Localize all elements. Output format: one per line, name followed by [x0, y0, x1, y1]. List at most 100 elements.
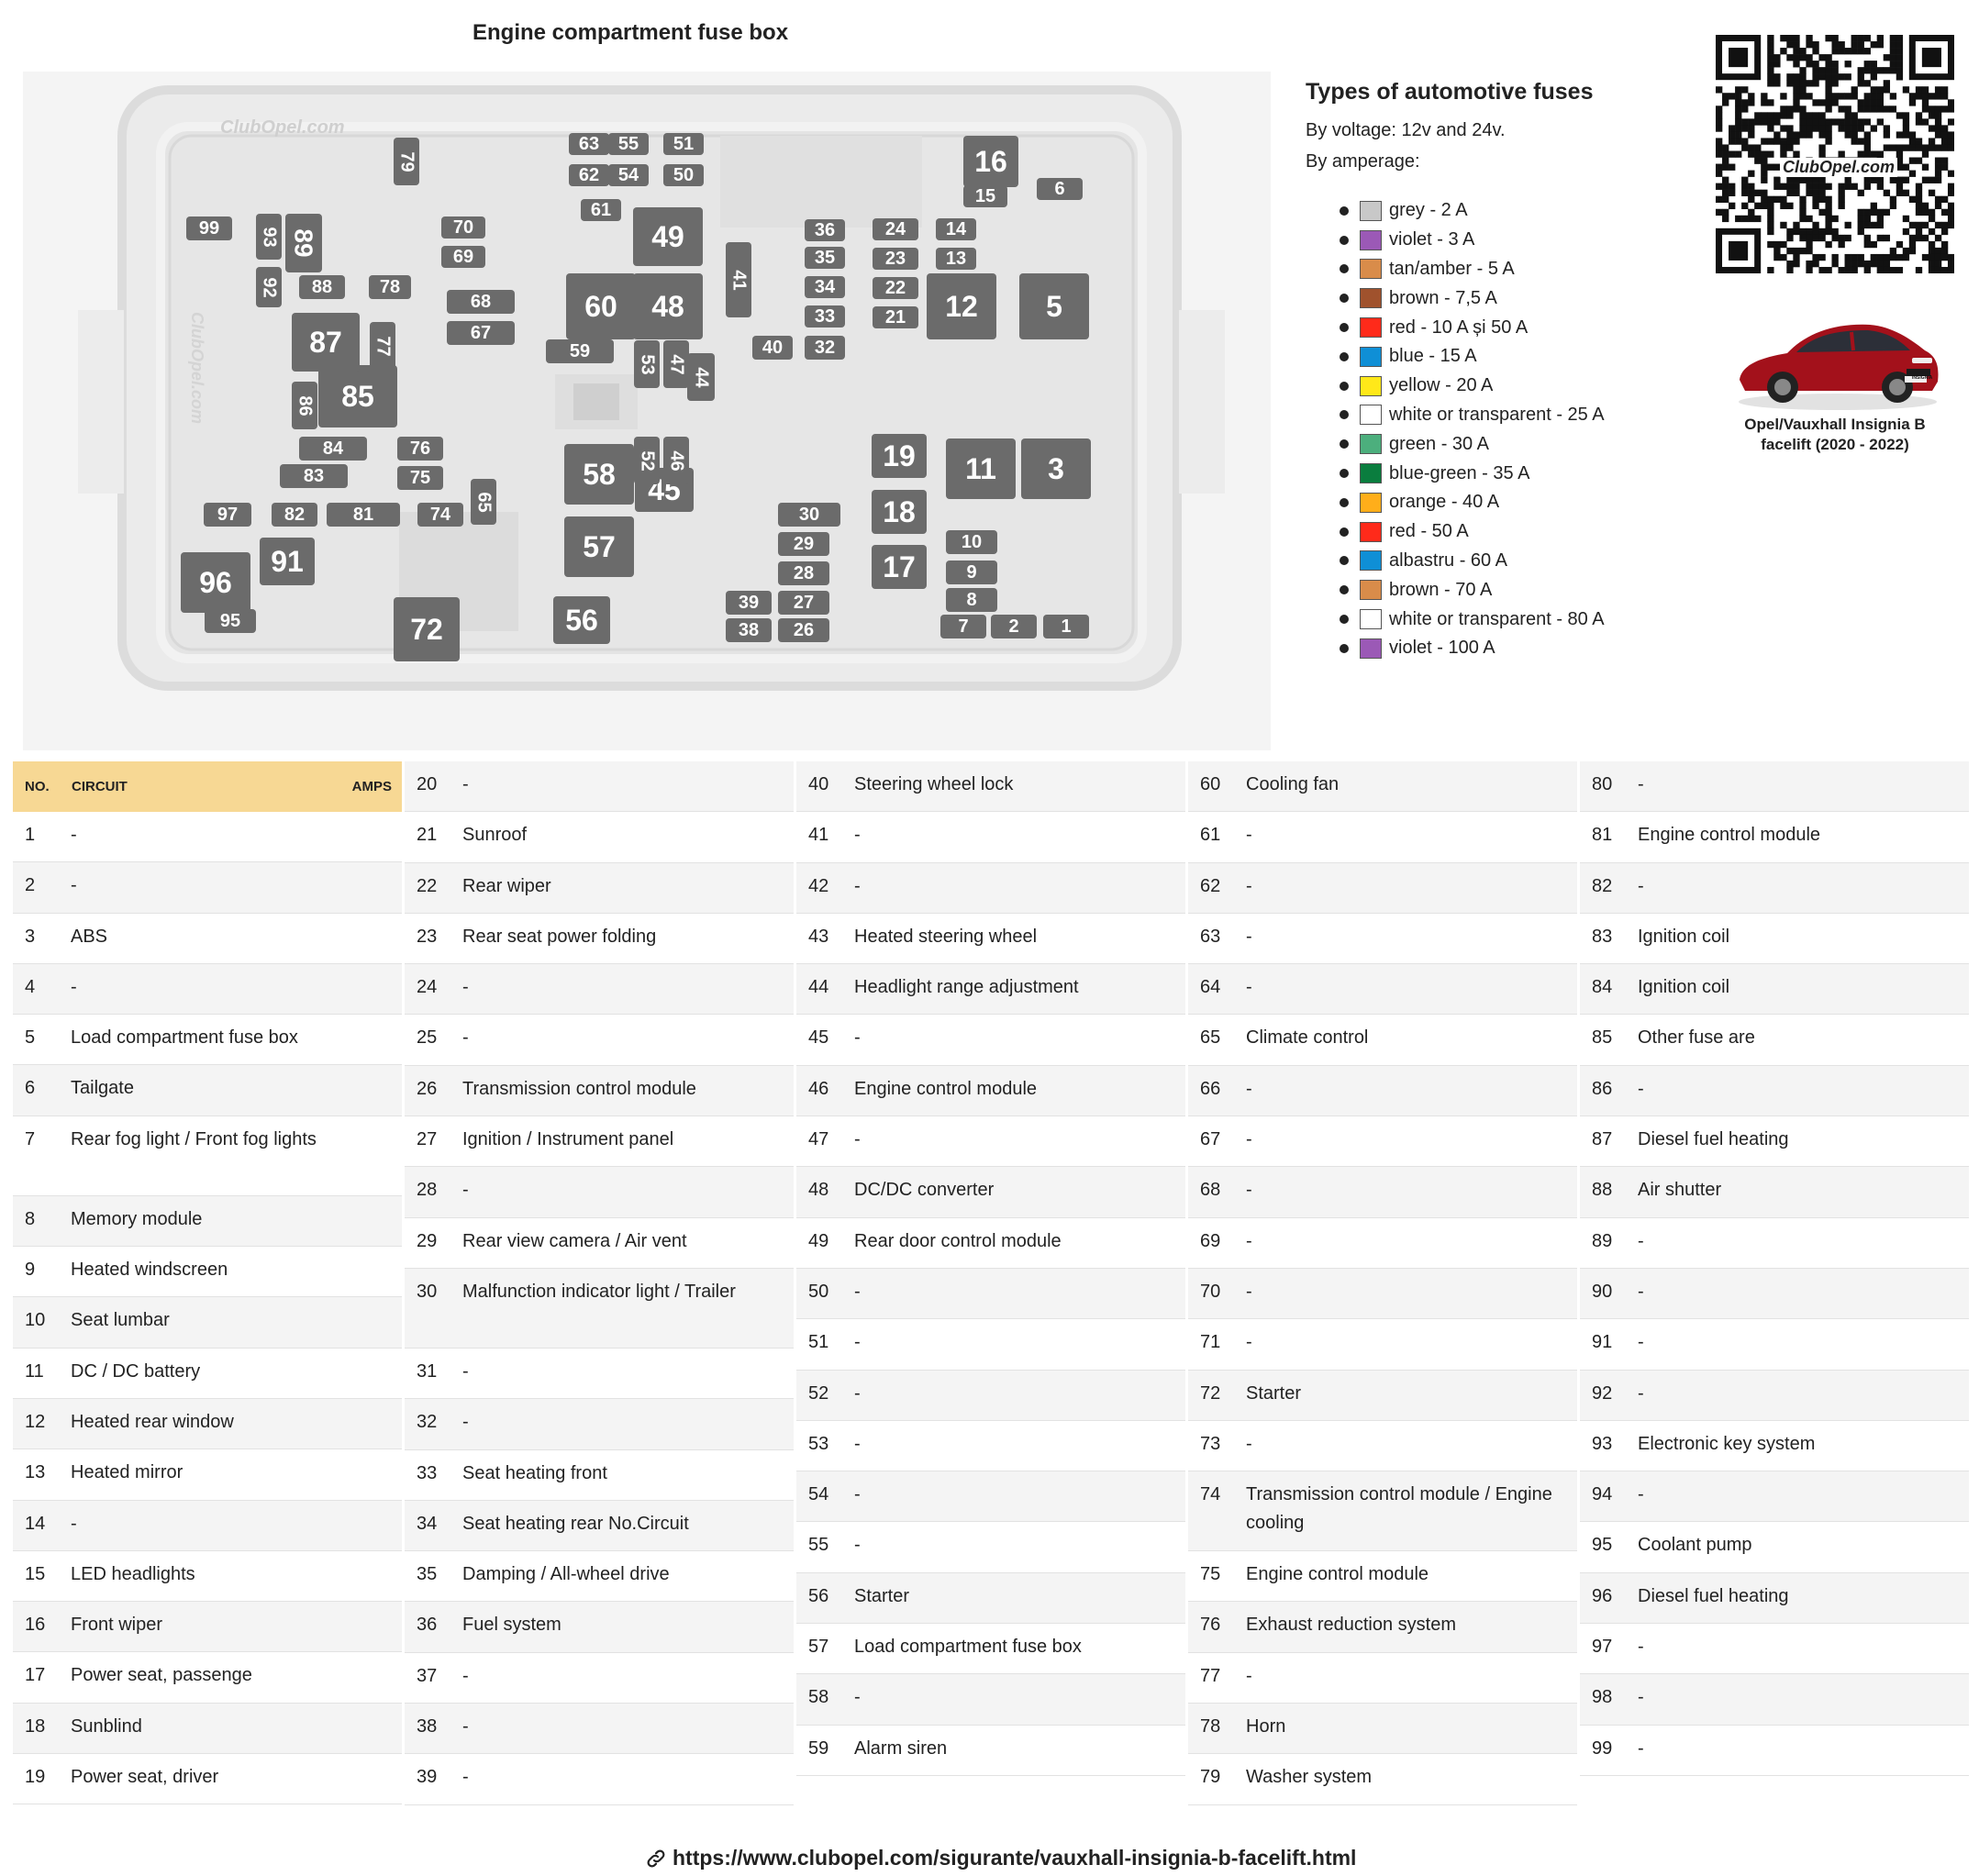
circuit-name: ABS — [71, 926, 108, 947]
fuse-number: 66 — [1200, 1078, 1221, 1099]
circuit-name: Air shutter — [1638, 1180, 1722, 1201]
fuse-number: 83 — [1592, 926, 1613, 947]
legend-item: orange - 40 A — [1306, 488, 1728, 517]
color-swatch — [1360, 405, 1382, 426]
color-swatch — [1360, 259, 1382, 280]
fuse-number: 68 — [1200, 1180, 1221, 1201]
fuse-56: 56 — [553, 596, 610, 644]
fuse-72: 72 — [394, 597, 460, 661]
fuse-number: 1 — [25, 825, 36, 845]
circuit-name: - — [854, 1382, 861, 1404]
link-icon — [647, 1849, 665, 1867]
fuse-2: 2 — [991, 615, 1037, 638]
fuse-number: 85 — [1592, 1027, 1613, 1049]
circuit-name: Rear fog light / Front fog lights — [71, 1128, 317, 1149]
circuit-name: - — [1246, 977, 1252, 998]
fuse-81: 81 — [327, 503, 400, 527]
circuit-name: Transmission control module / Engine coo… — [1246, 1484, 1552, 1534]
circuit-name: - — [854, 1281, 861, 1302]
fuse-5: 5 — [1019, 273, 1089, 339]
table-row: 99- — [1580, 1725, 1969, 1776]
source-url[interactable]: https://www.clubopel.com/sigurante/vauxh… — [673, 1846, 1357, 1870]
table-row: 76 Exhaust reduction system — [1188, 1602, 1577, 1653]
color-swatch — [1360, 550, 1382, 572]
source-link[interactable]: https://www.clubopel.com/sigurante/vauxh… — [645, 1846, 1356, 1870]
fuse-number: 91 — [1592, 1332, 1613, 1353]
circuit-name: Load compartment fuse box — [71, 1027, 298, 1049]
table-row: 80- — [1580, 761, 1969, 813]
color-swatch — [1360, 288, 1382, 309]
circuit-name: - — [854, 1433, 861, 1454]
circuit-name: - — [462, 977, 469, 998]
fuse-50: 50 — [663, 164, 704, 186]
fuse-number: 76 — [1200, 1615, 1221, 1636]
fuse-number: 20 — [417, 774, 438, 794]
bullet-icon — [1340, 439, 1349, 450]
circuit-name: - — [1246, 926, 1252, 947]
fuse-number: 14 — [25, 1513, 46, 1534]
table-row: 14 - — [13, 1500, 402, 1551]
fuse-number: 86 — [1592, 1078, 1613, 1099]
fuse-65: 65 — [471, 479, 496, 525]
legend-item: red - 50 A — [1306, 517, 1728, 547]
circuit-name: Load compartment fuse box — [854, 1637, 1082, 1658]
table-row: 61- — [1188, 812, 1577, 863]
circuit-name: - — [462, 1360, 469, 1382]
legend-item: violet - 100 A — [1306, 634, 1728, 663]
table-row: 63 - — [1188, 913, 1577, 965]
fuse-number: 35 — [417, 1564, 438, 1585]
color-swatch — [1360, 580, 1382, 601]
table-row: 4- — [13, 963, 402, 1016]
circuit-name: Rear wiper — [462, 875, 551, 896]
legend-amperage: By amperage: — [1306, 151, 1420, 172]
fuse-number: 97 — [1592, 1637, 1613, 1658]
car-image: INSIGNIA — [1732, 303, 1943, 413]
qr-code-image — [1716, 35, 1955, 274]
fuse-10: 10 — [946, 530, 997, 554]
bullet-icon — [1340, 351, 1349, 361]
fuse-76: 76 — [397, 437, 443, 461]
circuit-name: - — [1638, 875, 1644, 896]
fuse-number: 17 — [25, 1665, 46, 1686]
table-row: 39- — [405, 1754, 794, 1805]
color-swatch — [1360, 521, 1382, 542]
circuit-name: - — [71, 1513, 77, 1534]
fuse-69: 69 — [441, 246, 485, 268]
fuse-83: 83 — [280, 464, 348, 488]
legend-item: white or transparent - 25 A — [1306, 401, 1728, 430]
circuit-name: Exhaust reduction system — [1246, 1615, 1456, 1636]
fuse-number: 39 — [417, 1767, 438, 1788]
fuse-number: 6 — [25, 1078, 36, 1099]
fuse-number: 25 — [417, 1027, 438, 1049]
legend-item-label: violet - 100 A — [1389, 638, 1495, 659]
legend-item: brown - 70 A — [1306, 575, 1728, 605]
fuse-54: 54 — [608, 164, 649, 186]
fuse-number: 94 — [1592, 1484, 1613, 1505]
circuit-name: Seat heating rear No.Circuit — [462, 1513, 689, 1534]
car-illustration — [1739, 324, 1939, 410]
circuit-name: DC / DC battery — [71, 1360, 201, 1382]
fuse-number: 69 — [1200, 1230, 1221, 1251]
fuse-number: 63 — [1200, 926, 1221, 947]
table-row: 38- — [405, 1704, 794, 1755]
fuse-number: 36 — [417, 1615, 438, 1636]
fuse-number: 11 — [25, 1360, 44, 1382]
circuit-name: - — [854, 875, 861, 896]
bullet-icon — [1340, 381, 1349, 391]
fuse-number: 95 — [1592, 1535, 1613, 1556]
circuit-name: Other fuse are — [1638, 1027, 1755, 1049]
legend-item: green - 30 A — [1306, 429, 1728, 459]
fuse-38: 38 — [726, 618, 772, 642]
table-row: 53- — [796, 1420, 1185, 1472]
table-row: 25- — [405, 1015, 794, 1066]
